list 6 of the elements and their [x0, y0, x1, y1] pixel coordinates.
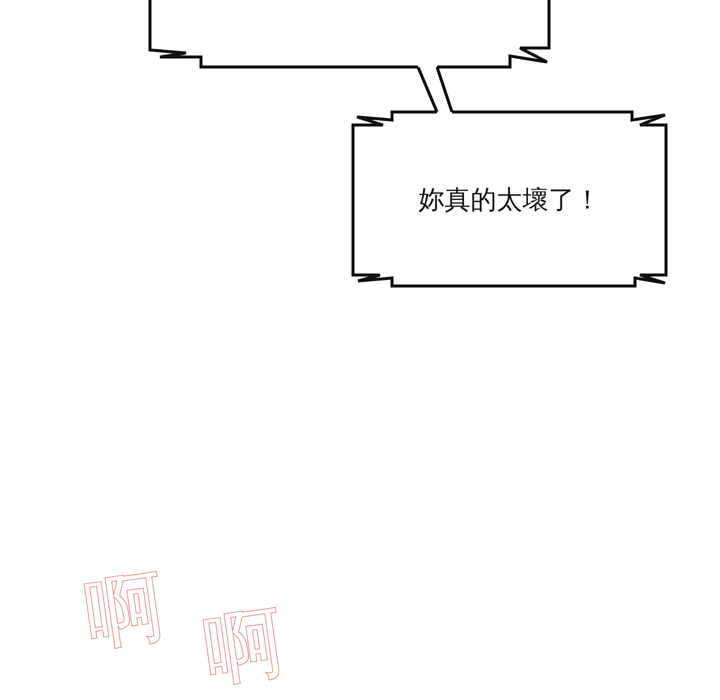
speech-bubble: [150, 0, 550, 68]
speech-bubble: [352, 112, 667, 287]
speech-bubble-tail: [416, 66, 454, 114]
sound-effect-text: 啊: [80, 566, 170, 656]
speech-text: 妳真的太壞了！: [418, 184, 602, 217]
sound-effect-text: 啊: [200, 602, 288, 692]
